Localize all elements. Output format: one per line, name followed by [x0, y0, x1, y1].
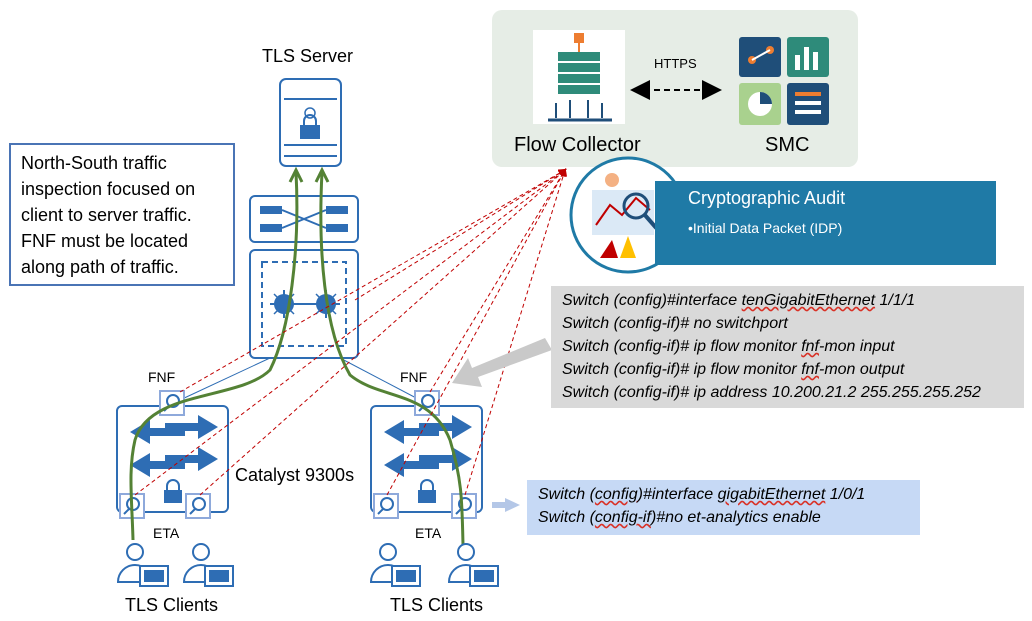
catalyst-label: Catalyst 9300s	[235, 465, 355, 485]
config-pointer-arrow	[452, 338, 552, 387]
client-icons	[116, 543, 499, 587]
cryptographic-audit-box: Cryptographic Audit •Initial Data Packet…	[655, 181, 996, 265]
fnf-config-line: Switch (config-if)# ip address 10.200.21…	[562, 384, 981, 401]
eta-monitor-right-1-icon	[373, 493, 399, 519]
https-label: HTTPS	[654, 56, 697, 71]
audit-title: Cryptographic Audit	[688, 188, 846, 208]
eta-config-line: Switch (config-if)#no et-analytics enabl…	[538, 509, 821, 526]
eta-label-right: ETA	[415, 525, 442, 541]
smc-label: SMC	[765, 134, 810, 156]
note-line: inspection focused on	[21, 179, 196, 199]
traffic-paths	[129, 166, 465, 546]
north-south-note: North-South traffic inspection focused o…	[9, 143, 235, 286]
fnf-config-line: Switch (config)#interface tenGigabitEthe…	[562, 292, 916, 309]
eta-config-box: Switch (config)#interface gigabitEtherne…	[527, 480, 920, 535]
client-right-1-icon	[369, 543, 421, 587]
tls-clients-label-left: TLS Clients	[125, 595, 219, 615]
client-left-2-icon	[182, 543, 234, 587]
eta-monitor-left-2-icon	[185, 493, 211, 519]
telemetry-export-lines	[134, 168, 568, 496]
eta-config-pointer-arrow	[492, 498, 520, 512]
note-line: client to server traffic.	[21, 205, 192, 225]
tls-server-icon	[279, 78, 342, 167]
uplink-right	[339, 357, 421, 401]
fnf-config-box: Switch (config)#interface tenGigabitEthe…	[551, 286, 1024, 408]
eta-config-line: Switch (config)#interface gigabitEtherne…	[538, 486, 866, 503]
tls-clients-label-right: TLS Clients	[390, 595, 484, 615]
smc-icon	[739, 37, 829, 125]
note-line: North-South traffic	[21, 153, 167, 173]
access-switch-left-icon	[116, 405, 229, 513]
flow-collector-label: Flow Collector	[514, 134, 641, 156]
fnf-monitor-left-icon	[159, 390, 185, 416]
client-left-1-icon	[116, 543, 169, 587]
uplink-left	[179, 357, 271, 401]
access-switch-right-icon	[370, 405, 483, 513]
note-line: FNF must be located	[21, 231, 189, 251]
eta-label-left: ETA	[153, 525, 180, 541]
audit-bullet: •Initial Data Packet (IDP)	[688, 220, 843, 236]
eta-monitor-right-2-icon	[451, 493, 477, 519]
fnf-config-line: Switch (config-if)# no switchport	[562, 315, 788, 332]
core-switch-icon	[249, 195, 359, 243]
fnf-label-right: FNF	[400, 369, 428, 385]
fnf-config-line: Switch (config-if)# ip flow monitor fnf-…	[562, 338, 895, 355]
note-line: along path of traffic.	[21, 257, 179, 277]
fnf-label-left: FNF	[148, 369, 176, 385]
flow-collector-icon	[533, 30, 625, 124]
fnf-config-line: Switch (config-if)# ip flow monitor fnf-…	[562, 361, 905, 378]
client-right-2-icon	[447, 543, 499, 587]
tls-server-label: TLS Server	[262, 46, 354, 66]
